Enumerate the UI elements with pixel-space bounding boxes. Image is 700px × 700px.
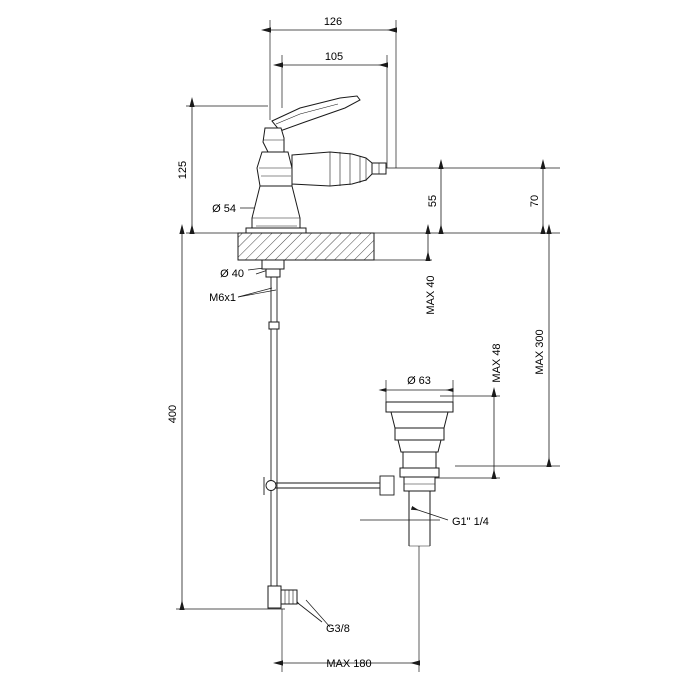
faucet-body (245, 95, 387, 234)
label-waste-flange-diameter: Ø 63 (407, 375, 431, 387)
label-right-upper: 70 (529, 195, 541, 207)
callout-labels: Ø 54 Ø 40 M6x1 Ø 63 G1" 1/4 G3/8 (209, 203, 489, 635)
label-base-diameter: Ø 54 (212, 203, 236, 215)
label-max-deck-thickness: MAX 40 (425, 275, 437, 314)
label-thread-m6: M6x1 (209, 292, 236, 304)
label-max-waste-height: MAX 48 (491, 343, 503, 382)
label-supply-length: 400 (167, 405, 179, 423)
shank-assembly (261, 259, 285, 586)
label-supply-thread: G3/8 (326, 623, 350, 635)
label-top-width: 126 (324, 16, 342, 28)
dimension-lines (179, 27, 552, 666)
waste-popup-body (385, 401, 454, 547)
label-spout-reach: 105 (325, 51, 343, 63)
popup-lift-linkage (263, 475, 395, 496)
countertop-section (237, 232, 375, 261)
label-spout-height: 55 (427, 195, 439, 207)
dimension-labels: 126 105 125 55 70 MAX 40 MAX 300 MAX 48 … (167, 16, 546, 670)
label-waste-thread: G1" 1/4 (452, 516, 489, 528)
label-shank-diameter: Ø 40 (220, 268, 244, 280)
supply-hose-end (267, 585, 298, 609)
label-max-total-drop: MAX 300 (534, 329, 546, 374)
label-max-bottom: MAX 180 (326, 658, 371, 670)
label-height-above-deck: 125 (177, 161, 189, 179)
